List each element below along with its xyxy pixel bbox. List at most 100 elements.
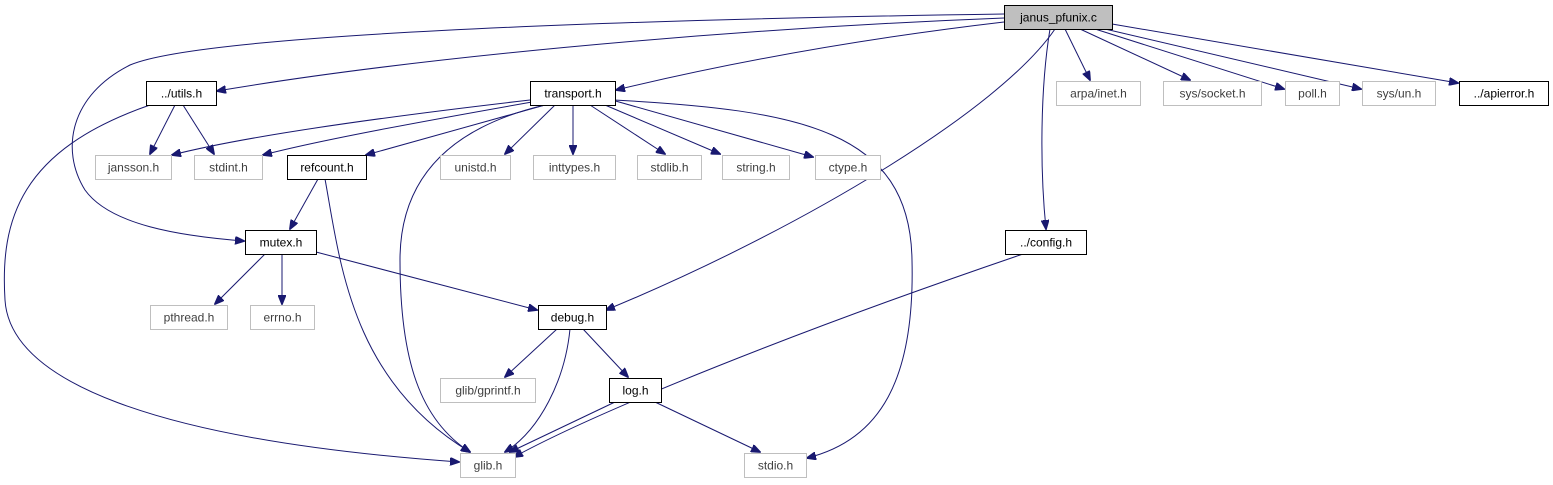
- node-label: pthread.h: [164, 311, 215, 325]
- node-box: [1459, 81, 1549, 106]
- node-refcount[interactable]: refcount.h: [287, 155, 367, 180]
- node-stdint: stdint.h: [194, 155, 263, 180]
- node-label: ../apierror.h: [1474, 87, 1535, 101]
- node-mutex[interactable]: mutex.h: [245, 230, 317, 255]
- node-label: refcount.h: [300, 161, 353, 175]
- node-box: [1004, 5, 1113, 30]
- node-errno: errno.h: [250, 305, 315, 330]
- edge-janus-pfunix-to-arpa-inet: [1064, 28, 1090, 80]
- node-box: [1362, 81, 1436, 106]
- node-box: [250, 305, 315, 330]
- node-string: string.h: [722, 155, 790, 180]
- edge-transport-to-jansson: [172, 99, 531, 155]
- node-glib: glib.h: [460, 453, 516, 478]
- edge-utils-to-jansson: [150, 104, 176, 154]
- nodes-layer: janus_pfunix.c ../utils.h transport.h arpa/…: [95, 5, 1549, 478]
- edge-janus-pfunix-to-debug: [606, 28, 1056, 310]
- node-label: glib.h: [474, 459, 503, 473]
- node-utils[interactable]: ../utils.h: [146, 81, 217, 106]
- node-box: [533, 155, 616, 180]
- node-unistd: unistd.h: [440, 155, 511, 180]
- node-arpa-inet: arpa/inet.h: [1056, 81, 1141, 106]
- edge-janus-pfunix-to-apierror: [1111, 23, 1458, 83]
- edge-janus-pfunix-to-mutex: [71, 13, 1005, 241]
- node-label: debug.h: [551, 311, 594, 325]
- edge-janus-pfunix-to-poll: [1094, 28, 1284, 89]
- node-box: [146, 81, 217, 106]
- node-poll: poll.h: [1285, 81, 1340, 106]
- edge-janus-pfunix-to-utils: [217, 17, 1005, 91]
- node-glib-gprintf: glib/gprintf.h: [440, 378, 536, 403]
- node-box: [637, 155, 702, 180]
- edge-janus-pfunix-to-sys-un: [1104, 28, 1361, 89]
- node-label: mutex.h: [260, 236, 303, 250]
- edge-config-to-glib: [514, 253, 1024, 457]
- node-inttypes: inttypes.h: [533, 155, 616, 180]
- edge-mutex-to-debug: [315, 251, 537, 310]
- node-label: sys/socket.h: [1179, 87, 1245, 101]
- node-jansson: jansson.h: [95, 155, 172, 180]
- edge-utils-to-glib: [3, 104, 459, 462]
- node-label: errno.h: [263, 311, 301, 325]
- node-box: [95, 155, 172, 180]
- edge-transport-to-glib: [399, 104, 546, 452]
- edge-refcount-to-glib: [324, 178, 470, 452]
- node-stdio: stdio.h: [744, 453, 807, 478]
- node-box: [150, 305, 228, 330]
- node-sys-un: sys/un.h: [1362, 81, 1436, 106]
- edge-debug-to-log: [582, 328, 628, 377]
- edge-refcount-to-mutex: [290, 178, 319, 229]
- node-box: [1285, 81, 1340, 106]
- node-transport[interactable]: transport.h: [530, 81, 616, 106]
- node-janus-pfunix[interactable]: janus_pfunix.c: [1004, 5, 1113, 30]
- node-label: glib/gprintf.h: [455, 384, 520, 398]
- node-box: [194, 155, 263, 180]
- node-stdlib: stdlib.h: [637, 155, 702, 180]
- edge-transport-to-string: [604, 104, 720, 154]
- node-label: ../utils.h: [161, 87, 202, 101]
- node-label: unistd.h: [454, 161, 496, 175]
- node-box: [744, 453, 807, 478]
- node-box: [1056, 81, 1141, 106]
- edge-utils-to-stdint: [182, 104, 214, 154]
- node-label: transport.h: [544, 87, 601, 101]
- edge-janus-pfunix-to-sys-socket: [1079, 28, 1190, 80]
- node-log[interactable]: log.h: [609, 378, 662, 403]
- node-apierror[interactable]: ../apierror.h: [1459, 81, 1549, 106]
- edge-log-to-stdio: [654, 401, 760, 452]
- node-label: ctype.h: [829, 161, 868, 175]
- node-ctype: ctype.h: [815, 155, 881, 180]
- node-box: [460, 453, 516, 478]
- node-label: string.h: [736, 161, 775, 175]
- edge-mutex-to-pthread: [215, 253, 266, 304]
- node-box: [722, 155, 790, 180]
- edge-transport-to-stdlib: [589, 104, 665, 154]
- node-box: [440, 378, 536, 403]
- edge-debug-to-glib: [505, 328, 571, 452]
- node-label: sys/un.h: [1377, 87, 1422, 101]
- node-box: [245, 230, 317, 255]
- node-label: poll.h: [1298, 87, 1327, 101]
- edge-janus-pfunix-to-transport: [616, 21, 1005, 90]
- node-label: stdint.h: [209, 161, 248, 175]
- node-label: arpa/inet.h: [1070, 87, 1127, 101]
- node-config[interactable]: ../config.h: [1005, 230, 1087, 255]
- node-sys-socket: sys/socket.h: [1163, 81, 1262, 106]
- node-box: [1005, 230, 1087, 255]
- edge-transport-to-stdint: [263, 101, 533, 155]
- edge-transport-to-stdio: [613, 99, 913, 458]
- node-label: janus_pfunix.c: [1019, 11, 1097, 25]
- edge-transport-to-unistd: [505, 104, 556, 154]
- edge-log-to-glib: [510, 401, 616, 452]
- node-debug[interactable]: debug.h: [538, 305, 607, 330]
- edge-janus-pfunix-to-config: [1042, 28, 1051, 229]
- node-label: ../config.h: [1020, 236, 1072, 250]
- node-box: [440, 155, 511, 180]
- edge-transport-to-ctype: [611, 99, 813, 157]
- node-box: [815, 155, 881, 180]
- edge-debug-to-glib-gprintf: [505, 328, 558, 377]
- node-box: [538, 305, 607, 330]
- node-box: [530, 81, 616, 106]
- node-label: jansson.h: [107, 161, 159, 175]
